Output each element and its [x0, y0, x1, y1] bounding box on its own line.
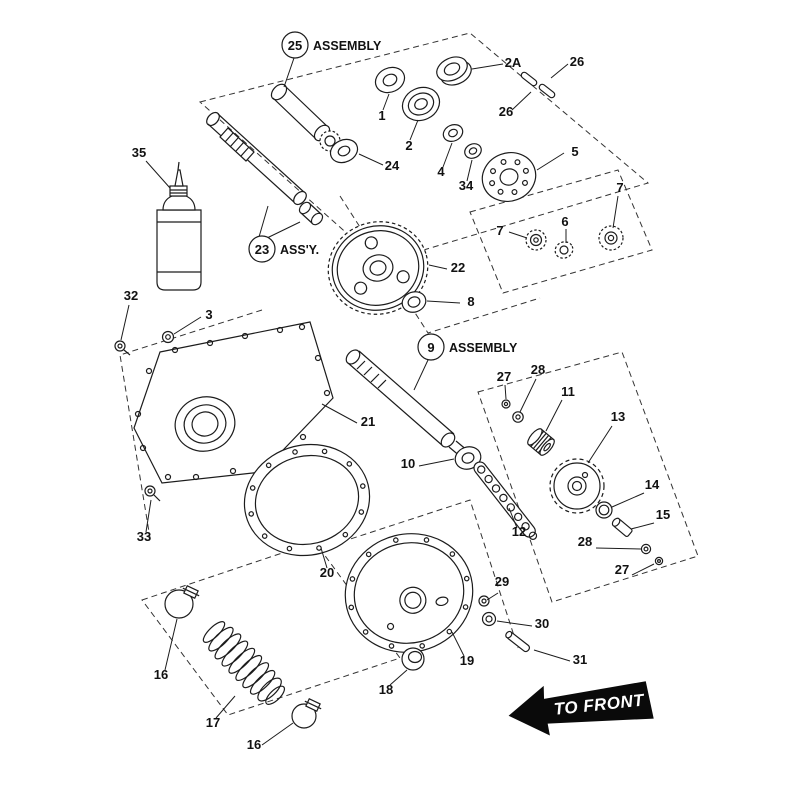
washer-10 [454, 446, 482, 470]
part-label: 32 [124, 288, 138, 303]
callout-label: ASSEMBLY [449, 341, 518, 355]
washer-3 [161, 330, 175, 344]
part-label: 17 [206, 715, 220, 730]
hose-clamp-16-lower [291, 698, 322, 729]
pinion-7-left [525, 229, 547, 251]
part-label: 27 [497, 369, 511, 384]
part-label: 7 [616, 180, 623, 195]
part-label: 16 [154, 667, 168, 682]
washer-29 [478, 595, 490, 607]
part-label: 3 [205, 307, 212, 322]
nut-30 [481, 611, 497, 627]
main-drive-gear [327, 221, 429, 315]
cover-plate [344, 533, 474, 653]
gasket [243, 443, 371, 557]
part-label: 30 [535, 616, 549, 631]
part-label: 29 [495, 574, 509, 589]
pin-31 [505, 630, 531, 653]
callout-number: 25 [288, 38, 302, 53]
part-label: 35 [132, 145, 146, 160]
sprocket-13 [549, 458, 605, 514]
part-label: 2A [505, 55, 522, 70]
part-label: 12 [512, 524, 526, 539]
ring-14 [595, 501, 613, 519]
part-label: 26 [570, 54, 584, 69]
part-label: 7 [496, 223, 503, 238]
countershaft [270, 83, 341, 152]
part-label: 13 [611, 409, 625, 424]
part-label: 8 [467, 294, 474, 309]
bearing-2 [401, 86, 441, 122]
bellows-17 [202, 621, 286, 705]
callout-number: 23 [255, 242, 269, 257]
assembly-callout-23: 23 ASS'Y. [248, 205, 319, 263]
part-label: 5 [571, 144, 578, 159]
part-label: 10 [401, 456, 415, 471]
input-shaft [206, 111, 324, 226]
gear-6 [554, 241, 574, 259]
screw-32 [114, 340, 131, 356]
leader-lines [120, 63, 655, 746]
callout-number: 9 [427, 340, 434, 355]
part-label: 34 [459, 178, 474, 193]
washer-27-upper [501, 399, 511, 409]
part-label: 19 [460, 653, 474, 668]
part-label: 16 [247, 737, 261, 752]
hose-clamp-16-upper [164, 585, 200, 619]
dowel-pins [520, 71, 556, 99]
part-label: 27 [615, 562, 629, 577]
part-label: 22 [451, 260, 465, 275]
part-label: 14 [645, 477, 660, 492]
part-label: 33 [137, 529, 151, 544]
callout-label: ASS'Y. [280, 243, 319, 257]
part-label: 15 [656, 507, 670, 522]
part-label: 18 [379, 682, 393, 697]
pinion-7-right [598, 225, 624, 251]
splined-gear-11 [527, 428, 555, 456]
axle-shaft-9 [345, 349, 470, 460]
washer-34 [464, 143, 482, 159]
part-label: 20 [320, 565, 334, 580]
washer-4 [442, 124, 464, 142]
part-label: 28 [531, 362, 545, 377]
part-label: 31 [573, 652, 587, 667]
callout-label: ASSEMBLY [313, 39, 382, 53]
part-label: 28 [578, 534, 592, 549]
screw-33 [144, 485, 161, 502]
part-number-labels: 2A 26 26 1 2 24 4 34 5 7 6 7 35 22 8 32 … [124, 54, 670, 752]
part-label: 11 [561, 384, 575, 399]
drive-chain-12 [473, 461, 538, 540]
spacer-15 [611, 517, 633, 538]
part-label: 21 [361, 414, 375, 429]
part-label: 1 [378, 108, 385, 123]
part-label: 4 [437, 164, 445, 179]
washer-27-lower [654, 556, 664, 566]
bearing-24 [329, 138, 359, 164]
oil-bottle [156, 161, 202, 291]
part-label: 6 [561, 214, 568, 229]
washer-28-lower [640, 543, 652, 555]
part-label: 24 [385, 158, 400, 173]
retaining-ring [401, 291, 427, 313]
hub-flange-5 [481, 152, 537, 202]
part-label: 2 [405, 138, 412, 153]
plug-18 [401, 647, 425, 671]
assembly-callout-25: 25 ASSEMBLY [281, 31, 382, 88]
gear-case-plate [133, 321, 334, 484]
to-front-arrow: TO FRONT [508, 681, 654, 736]
assembly-callout-9: 9 ASSEMBLY [413, 333, 518, 391]
part-label: 26 [499, 104, 513, 119]
washer-28-upper [512, 411, 524, 423]
bearing-1 [374, 66, 406, 94]
bearing-cup-2a [436, 56, 472, 86]
